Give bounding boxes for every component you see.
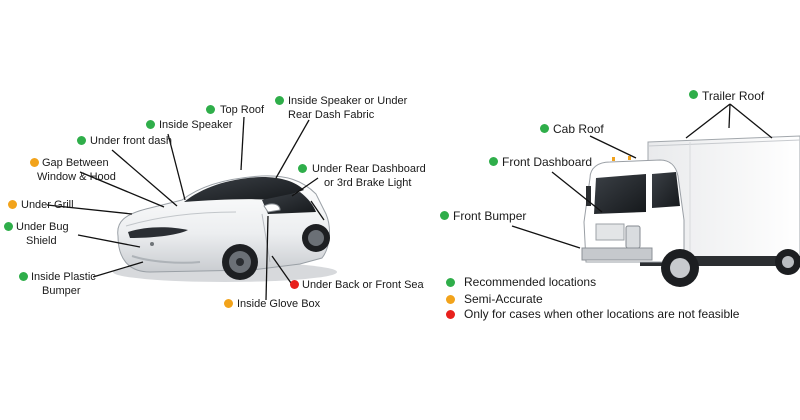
label-text: Inside Glove Box (237, 298, 321, 310)
label-text: Cab Roof (553, 122, 604, 136)
status-dot (446, 278, 455, 287)
status-dot (19, 272, 28, 281)
label-text: Front Dashboard (502, 155, 593, 169)
label-gap-window-hood: Gap Between Window & Hood (30, 156, 130, 186)
car-leader-lines (46, 116, 325, 301)
label-text: Top Roof (220, 104, 265, 116)
status-dot (440, 211, 449, 220)
status-dot (206, 105, 215, 114)
car-illustration (113, 175, 337, 282)
status-dot (8, 200, 17, 209)
label-text: Front Bumper (453, 209, 527, 223)
status-dot (146, 120, 155, 129)
label-under-bug-shield: Under Bug Shield (4, 220, 84, 250)
legend-label: Only for cases when other locations are … (464, 307, 740, 321)
status-dot (4, 222, 13, 231)
label-inside-plastic-bumper: Inside Plastic Bumper (19, 270, 109, 300)
label-line: Gap Between (42, 157, 109, 169)
label-line: Under Bug (16, 221, 69, 233)
label-line: or 3rd Brake Light (324, 177, 412, 189)
label-line: Under Rear Dashboard (312, 163, 426, 175)
status-dot (77, 136, 86, 145)
status-dot (489, 157, 498, 166)
label-text: Under Grill (21, 199, 74, 211)
status-dot (689, 90, 698, 99)
label-under-back-front-seat: Under Back or Front Seat (290, 278, 424, 294)
truck-leader-lines (511, 103, 773, 249)
legend-label: Recommended locations (464, 275, 597, 289)
label-line: Inside Speaker or Under (288, 95, 408, 107)
label-text: Under Back or Front Seat (302, 279, 424, 291)
label-line: Window & Hood (37, 171, 116, 183)
label-text: Under front dash (90, 135, 172, 147)
label-text: Inside Speaker (159, 119, 233, 131)
status-dot (290, 280, 299, 289)
status-dot (298, 164, 307, 173)
label-text: Trailer Roof (702, 89, 765, 103)
label-line: Bumper (42, 285, 81, 297)
status-dot (30, 158, 39, 167)
label-under-rear-dashboard: Under Rear Dashboard or 3rd Brake Light (298, 162, 426, 192)
label-inside-speaker-rear-dash: Inside Speaker or Under Rear Dash Fabric (275, 94, 425, 124)
status-dot (446, 310, 455, 319)
legend-label: Semi-Accurate (464, 292, 543, 306)
status-dot (540, 124, 549, 133)
status-dot (275, 96, 284, 105)
label-line: Shield (26, 235, 57, 247)
status-dot (224, 299, 233, 308)
status-dot (446, 295, 455, 304)
label-line: Inside Plastic (31, 271, 96, 283)
truck-illustration (581, 135, 800, 287)
label-line: Rear Dash Fabric (288, 109, 375, 121)
